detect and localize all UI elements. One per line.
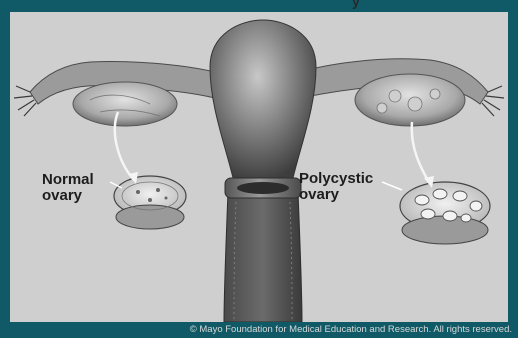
vagina	[224, 192, 302, 322]
reproductive-anatomy-illustration	[10, 12, 508, 322]
copyright-credit: © Mayo Foundation for Medical Education …	[0, 322, 518, 338]
illustration-panel: Normal ovary Polycystic ovary	[10, 12, 508, 322]
left-ovary	[73, 82, 177, 126]
uterus	[210, 20, 316, 182]
polycystic-label-pointer	[382, 182, 402, 190]
polycystic-ovary-label-line2: ovary	[299, 187, 339, 203]
cropped-title-fragment: y	[352, 0, 360, 9]
polycystic-ovary-cross-section	[400, 182, 490, 244]
normal-ovary-label-line1: Normal	[42, 172, 94, 188]
polycystic-ovary-label-line1: Polycystic	[299, 171, 373, 187]
normal-ovary-cross-section	[114, 176, 186, 229]
normal-ovary-label-line2: ovary	[42, 188, 82, 204]
polycystic-ovary-arrow	[412, 122, 430, 184]
